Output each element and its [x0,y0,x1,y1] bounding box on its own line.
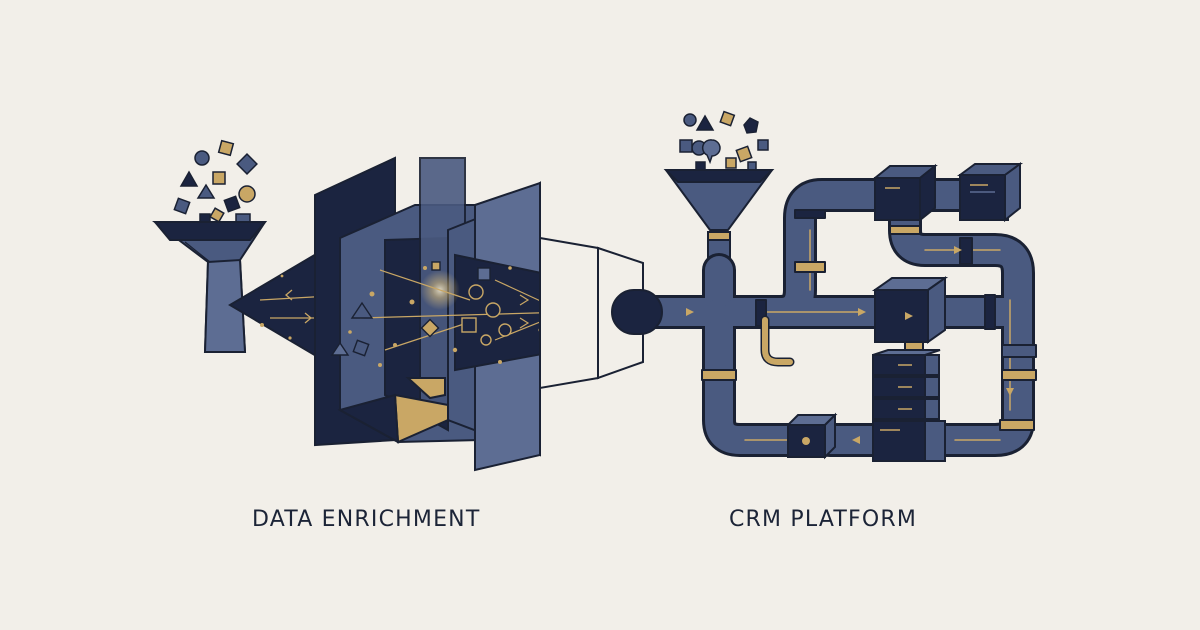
raw-data-shapes [173,139,258,243]
flow-arrows [686,246,1014,444]
prism-icon [314,156,541,472]
server-block-icon [785,162,1024,462]
processed-shapes [330,261,512,357]
data-enrichment-label: DATA ENRICHMENT [252,507,481,532]
data-enrichment-diagram [152,139,644,472]
funnel-icon [152,221,268,353]
pipe-network-icon [623,178,1037,457]
incoming-data-shapes [679,110,769,172]
pipe-inlet [611,289,663,335]
crm-platform-diagram [611,110,1037,462]
crm-platform-label: CRM PLATFORM [729,507,918,532]
data-particles [348,266,542,367]
